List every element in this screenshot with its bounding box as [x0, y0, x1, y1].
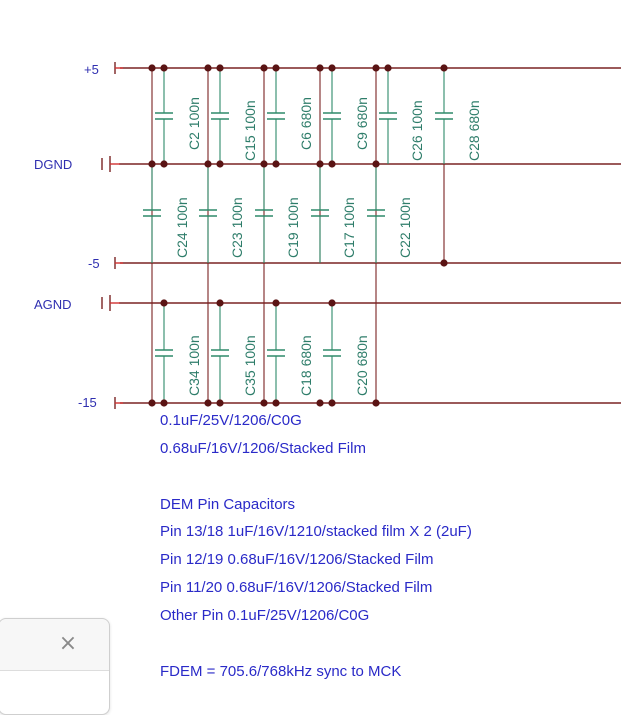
- cap-label-c26: C26 100n: [409, 100, 425, 161]
- cap-label-c6: C6 680n: [298, 97, 314, 150]
- junction-dot: [272, 64, 280, 72]
- junction-dot: [148, 64, 156, 72]
- note-heading: DEM Pin Capacitors: [160, 496, 296, 513]
- cap-label-c9: C9 680n: [354, 97, 370, 150]
- rail-label-minus15: -15: [78, 395, 97, 410]
- popup-divider: [0, 670, 109, 671]
- junction-dot: [272, 299, 280, 307]
- cap-label-c22: C22 100n: [397, 197, 413, 258]
- rail-label-plus5: +5: [84, 62, 99, 77]
- popup-body: [0, 671, 109, 714]
- junction-dot: [328, 160, 336, 168]
- junction-dot: [440, 64, 448, 72]
- junction-dot: [372, 399, 380, 407]
- rail-label-agnd: AGND: [34, 297, 72, 312]
- junction-dot: [216, 299, 224, 307]
- rail-label-minus5: -5: [88, 256, 100, 271]
- junction-dot: [260, 399, 268, 407]
- junction-dot: [216, 160, 224, 168]
- junction-dot: [316, 64, 324, 72]
- cap-label-c34: C34 100n: [186, 335, 202, 396]
- cap-label-c20: C20 680n: [354, 335, 370, 396]
- note-other-pin: Other Pin 0.1uF/25V/1206/C0G: [160, 607, 370, 624]
- cap-label-c15: C15 100n: [242, 100, 258, 161]
- cap-label-c35: C35 100n: [242, 335, 258, 396]
- junction-dot: [204, 160, 212, 168]
- cap-label-c19: C19 100n: [285, 197, 301, 258]
- junction-dot: [316, 160, 324, 168]
- junction-dot: [148, 160, 156, 168]
- junction-dot: [260, 160, 268, 168]
- junction-dot: [160, 64, 168, 72]
- note-fdem: FDEM = 705.6/768kHz sync to MCK: [160, 663, 402, 680]
- junction-dot: [204, 64, 212, 72]
- junction-dot: [372, 64, 380, 72]
- junction-dot: [272, 160, 280, 168]
- junction-dot: [216, 64, 224, 72]
- popup-panel: ×: [0, 618, 110, 715]
- junction-dot: [160, 299, 168, 307]
- junction-dot: [372, 160, 380, 168]
- capacitors: [143, 68, 453, 403]
- junction-dot: [160, 160, 168, 168]
- cap-label-c2: C2 100n: [186, 97, 202, 150]
- junctions: [148, 64, 448, 407]
- junction-dot: [160, 399, 168, 407]
- close-icon[interactable]: ×: [58, 631, 78, 656]
- junction-dot: [216, 399, 224, 407]
- junction-dot: [148, 399, 156, 407]
- cap-label-c17: C17 100n: [341, 197, 357, 258]
- note-line-1: 0.1uF/25V/1206/C0G: [160, 412, 302, 429]
- note-pin13-18: Pin 13/18 1uF/16V/1210/stacked film X 2 …: [160, 523, 472, 540]
- junction-dot: [272, 399, 280, 407]
- junction-dot: [328, 299, 336, 307]
- junction-dot: [260, 64, 268, 72]
- rail-label-dgnd: DGND: [34, 157, 72, 172]
- cap-label-c23: C23 100n: [229, 197, 245, 258]
- note-line-2: 0.68uF/16V/1206/Stacked Film: [160, 440, 366, 457]
- junction-dot: [316, 399, 324, 407]
- junction-dot: [328, 399, 336, 407]
- junction-dot: [440, 259, 448, 267]
- junction-dot: [204, 399, 212, 407]
- note-pin12-19: Pin 12/19 0.68uF/16V/1206/Stacked Film: [160, 551, 434, 568]
- schematic-diagram: +5 DGND -5 AGND -15 C2 100n C15 100n C6 …: [34, 62, 621, 410]
- note-pin11-20: Pin 11/20 0.68uF/16V/1206/Stacked Film: [160, 579, 433, 596]
- cap-label-c18: C18 680n: [298, 335, 314, 396]
- junction-dot: [328, 64, 336, 72]
- cap-label-c28: C28 680n: [466, 100, 482, 161]
- junction-dot: [384, 64, 392, 72]
- cap-label-c24: C24 100n: [174, 197, 190, 258]
